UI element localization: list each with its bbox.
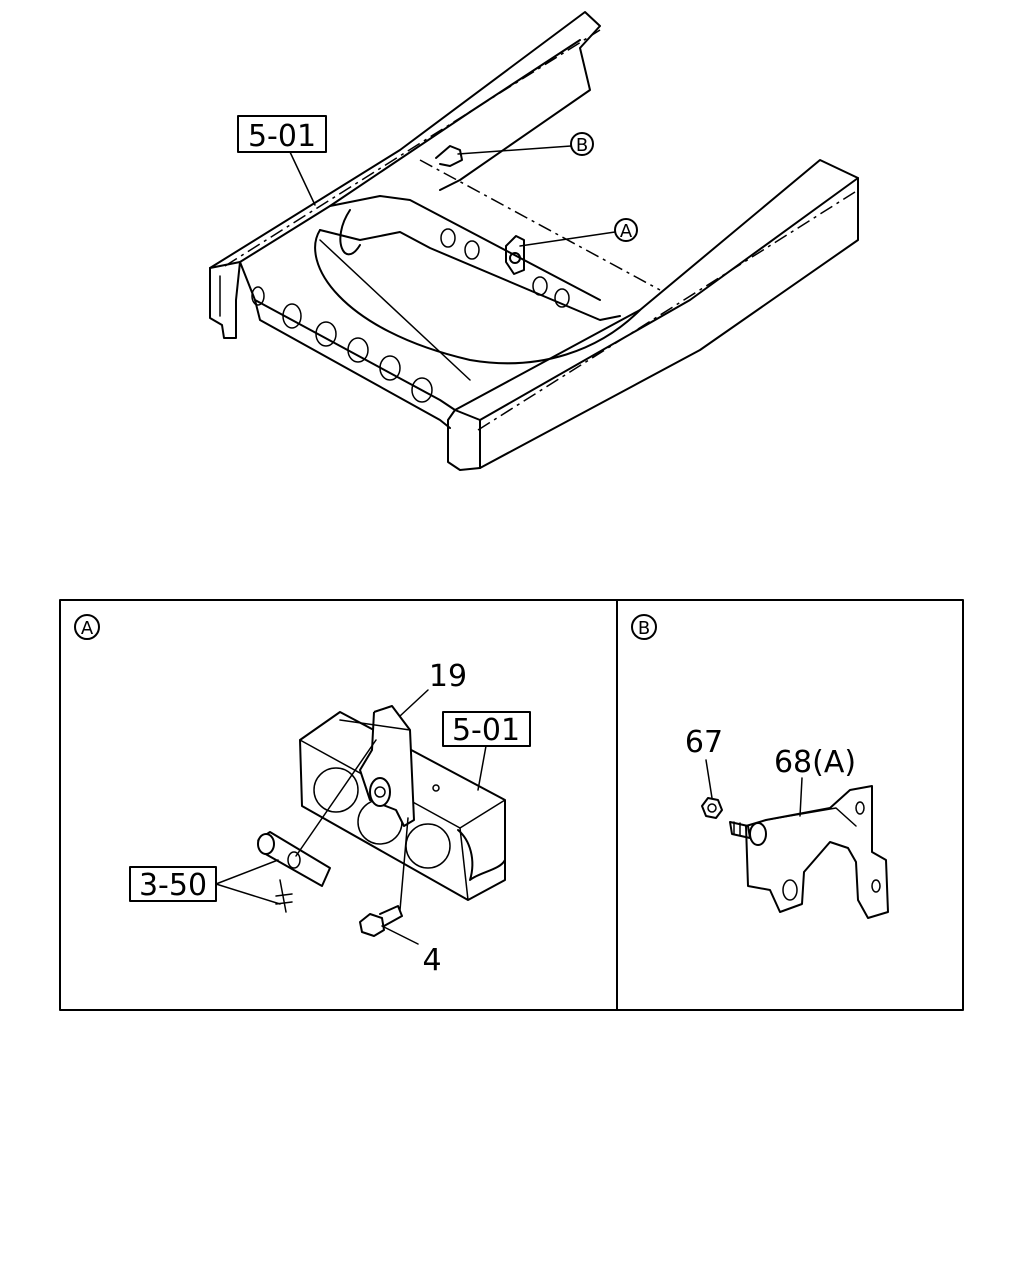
callout-19-label: 19	[429, 659, 467, 694]
panel-b-nut-67	[701, 797, 723, 819]
panel-a-leader-pipe	[295, 739, 377, 857]
callout-67-label: 67	[685, 725, 723, 760]
panel-a-bolt-4	[359, 817, 409, 937]
callout-a-top-label: A	[620, 221, 633, 242]
callout-a-top: A	[519, 218, 638, 247]
panel-a: A	[74, 614, 531, 978]
callout-5-01-top-label: 5-01	[248, 119, 316, 154]
callout-5-01-panel-a-label: 5-01	[452, 713, 520, 748]
callout-67: 67	[685, 725, 723, 799]
callout-19: 19	[399, 659, 467, 717]
frame-overview-drawing	[209, 11, 859, 471]
callout-5-01-panel-a: 5-01	[442, 711, 531, 791]
panel-b-header-label: B	[638, 618, 650, 639]
callout-3-50-label: 3-50	[139, 868, 207, 903]
panel-b-bracket-68	[745, 785, 889, 919]
panel-b-stud	[729, 821, 751, 839]
panel-a-bracket-19	[339, 705, 415, 827]
panel-b-header: B	[631, 614, 657, 640]
panel-a-header: A	[74, 614, 100, 640]
callout-b-top-label: B	[576, 135, 588, 156]
panel-b: B 67 68(A)	[631, 614, 889, 919]
detail-panels-frame	[59, 599, 964, 1011]
callout-3-50: 3-50	[129, 859, 281, 905]
callout-68a-label: 68(A)	[774, 745, 856, 780]
panel-a-pipe-clamp	[257, 831, 331, 913]
callout-4: 4	[381, 925, 442, 978]
panel-a-header-label: A	[81, 618, 94, 639]
callout-4-label: 4	[422, 943, 441, 978]
callout-68a: 68(A)	[774, 745, 856, 817]
callout-b-top: B	[457, 132, 594, 156]
callout-5-01-top: 5-01	[237, 115, 327, 206]
